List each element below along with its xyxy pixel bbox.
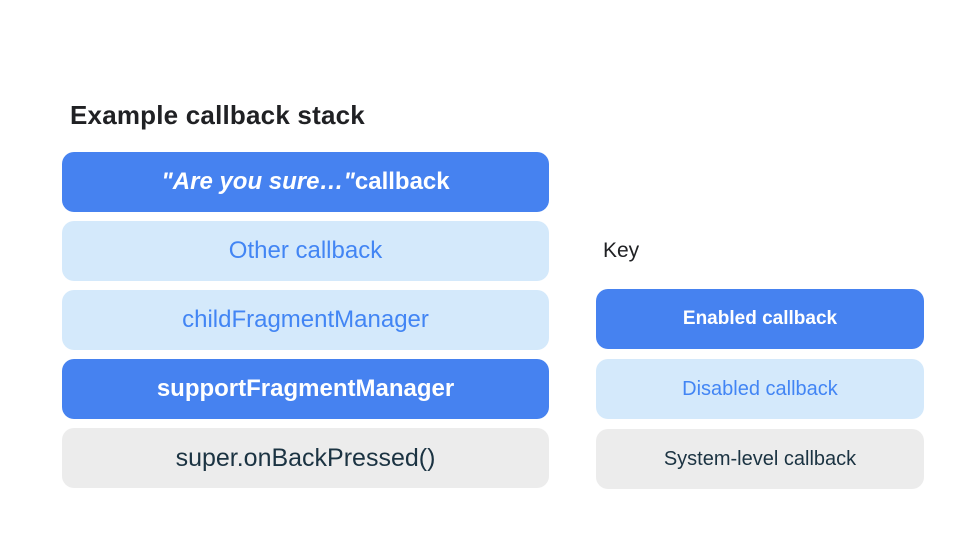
stack-item-are-you-sure-callback: "Are you sure…" callback: [62, 152, 549, 212]
key-item-enabled-callback: Enabled callback: [596, 289, 924, 349]
stack-item-super-on-back-pressed: super.onBackPressed(): [62, 428, 549, 488]
stack-item-child-fragment-manager: childFragmentManager: [62, 290, 549, 350]
key-item-label: System-level callback: [663, 447, 857, 470]
key-item-label: Enabled callback: [682, 308, 838, 329]
key-heading: Key: [603, 239, 640, 262]
stack-item-support-fragment-manager: supportFragmentManager: [62, 359, 549, 419]
stack-item-label-emphasized: "Are you sure…": [161, 168, 355, 195]
key-item-disabled-callback: Disabled callback: [596, 359, 924, 419]
key-item-label: Disabled callback: [682, 377, 838, 400]
stack-item-label: childFragmentManager: [182, 306, 429, 333]
key-legend: Enabled callback Disabled callback Syste…: [596, 289, 924, 489]
stack-item-other-callback: Other callback: [62, 221, 549, 281]
callback-stack: "Are you sure…" callback Other callback …: [62, 152, 549, 488]
stack-item-label-rest: callback: [354, 168, 450, 195]
stack-item-label: Other callback: [228, 237, 383, 264]
stack-item-label: supportFragmentManager: [156, 375, 455, 402]
stack-item-label: super.onBackPressed(): [175, 443, 436, 472]
key-item-system-level-callback: System-level callback: [596, 429, 924, 489]
diagram-title: Example callback stack: [70, 100, 365, 130]
